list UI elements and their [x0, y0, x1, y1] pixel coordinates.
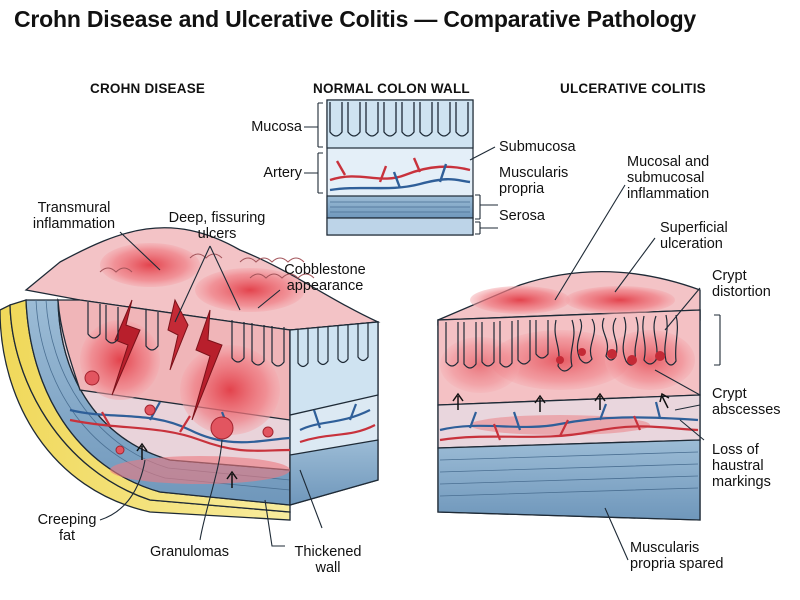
uc-distorted-crypts [554, 314, 679, 372]
label-crypt-abscesses: Crypt abscesses [712, 386, 781, 418]
uc-arrows [452, 392, 670, 412]
granuloma-4 [262, 426, 274, 438]
label-cobblestone: Cobblestone appearance [284, 262, 366, 294]
granuloma-1 [84, 370, 100, 386]
label-fissuring-ulcers: Deep, fissuring ulcers [168, 210, 266, 242]
uc-vessels [439, 401, 699, 442]
uc-heading: ULCERATIVE COLITIS [560, 81, 706, 96]
crohn-granulomas [84, 370, 274, 455]
normal-vein [329, 163, 471, 192]
page-title: Crohn Disease and Ulcerative Colitis — C… [14, 6, 697, 32]
crohn-heading: CROHN DISEASE [90, 81, 206, 96]
granuloma-2 [144, 404, 156, 416]
label-mucosa: Mucosa [251, 119, 302, 135]
label-crypt-distortion: Crypt distortion [712, 268, 771, 300]
normal-serosa [326, 217, 474, 236]
normal-mucosa [326, 99, 474, 149]
granuloma-5 [115, 445, 125, 455]
uc-crypts [445, 320, 549, 369]
label-submucosa: Submucosa [499, 139, 576, 155]
fissuring-ulcer-1 [111, 299, 141, 396]
label-thickened-wall: Thickened wall [294, 544, 362, 576]
normal-artery [329, 157, 471, 183]
label-superficial-ulceration: Superficial ulceration [660, 220, 728, 252]
crohn-cobblestones [99, 253, 315, 279]
normal-wall-block [326, 99, 474, 236]
label-mucosal-inflammation: Mucosal and submucosal inflammation [627, 154, 710, 202]
fissuring-ulcer-2 [191, 309, 223, 421]
crohn-arrows [136, 442, 238, 488]
label-creeping-fat: Creeping fat [37, 512, 97, 544]
normal-crypts [329, 102, 469, 137]
label-artery: Artery [263, 165, 302, 181]
crohn-inflammation [80, 243, 315, 484]
label-transmural: Transmural inflammation [32, 200, 116, 232]
label-granulomas: Granulomas [150, 544, 229, 560]
uc-crypt-abscesses [556, 348, 665, 365]
leader-lines [99, 184, 721, 561]
label-haustral: Loss of haustral markings [712, 442, 771, 490]
normal-heading: NORMAL COLON WALL [313, 81, 470, 96]
granuloma-3 [210, 416, 234, 440]
crohn-crypts [87, 302, 369, 368]
fissuring-ulcer-3 [167, 298, 189, 371]
label-muscularis: Muscularis propria [499, 165, 569, 197]
label-muscularis-spared: Muscularis propria spared [630, 540, 724, 572]
label-serosa: Serosa [499, 208, 545, 224]
normal-leaders [304, 102, 498, 235]
